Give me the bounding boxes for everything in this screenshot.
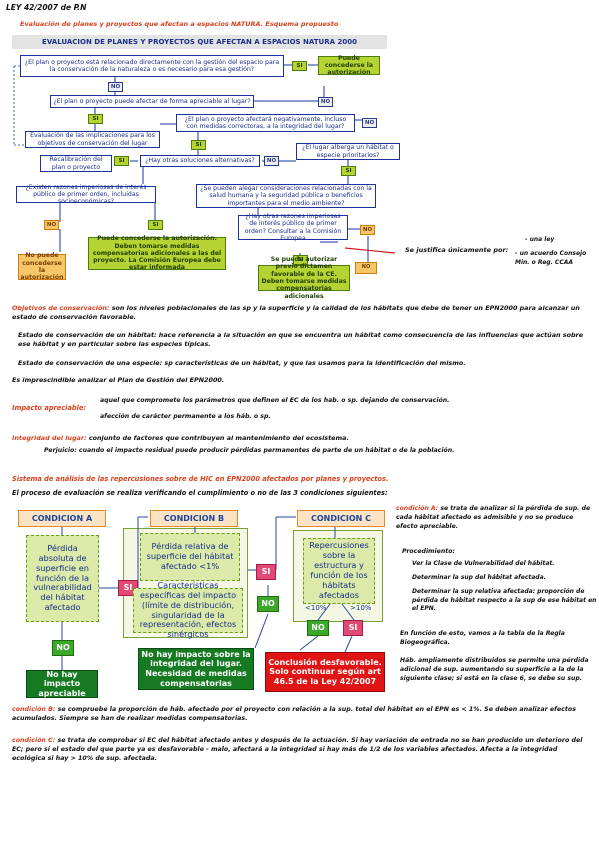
note-prejudice: Perjuicio: cuando el impacto residual pu… (44, 447, 455, 454)
result-no-significant-impact: No hay impacto apreciable (26, 670, 98, 698)
text-condition-c: se trata de comprobar si EC del hábitat … (12, 737, 583, 763)
result-authorization-compensatory: Puede concederse la autorización. Deben … (88, 235, 226, 271)
condition-c-card: Repercusiones sobre la estructura y func… (303, 538, 375, 604)
question-health-safety: ¿Se pueden alegar consideraciones relaci… (196, 184, 376, 208)
threshold-gt10: >10% (350, 604, 372, 612)
label-significant-impact: Impacto apreciable: (12, 404, 86, 412)
question-priority-habitat: ¿El lugar alberga un hábitat o especie p… (296, 143, 400, 160)
note-justified-by: Se justifica únicamente por: (405, 246, 509, 254)
note-analysis-system-text: El proceso de evaluación se realiza veri… (12, 489, 388, 497)
law-reference: LEY 42/2007 de P.N (6, 3, 87, 12)
answer-no: NO (264, 156, 279, 166)
label-species-status: Estado de conservación de una especie: (18, 359, 163, 367)
answer-no: NO (44, 220, 59, 230)
result-ce-opinion: Se puede autorizar previo dictamen favor… (258, 256, 350, 300)
note-council: - un acuerdo Consejo Min. o Reg. CCAA (515, 250, 587, 266)
question-public-interest: ¿Existen razones imperiosas de interés p… (16, 184, 156, 205)
answer-si: SI (341, 166, 356, 176)
answer-si: SI (191, 140, 206, 150)
text-condition-b: se compruebe la proporción de háb. afect… (12, 706, 576, 723)
note-management-plan: Es imprescindible analizar el Plan de Ge… (12, 376, 225, 384)
result-unfavourable: Conclusión desfavorable. Solo continuar … (265, 652, 385, 692)
answer-si: SI (343, 620, 363, 636)
condition-c-header: CONDICION C (297, 510, 385, 527)
text-condition-a: se trata de analizar si la pérdida de su… (396, 505, 591, 530)
answer-no: NO (360, 225, 375, 235)
condition-b-header: CONDICION B (150, 510, 238, 527)
answer-no: NO (257, 596, 279, 612)
text-site-integrity: conjunto de factores que contribuyen al … (86, 434, 349, 442)
box-recalibration: Recalibración del plan o proyecto (40, 155, 112, 172)
note-habitat-status: Estado de conservación de un hábitat: ha… (18, 331, 590, 350)
answer-si: SI (293, 255, 308, 265)
note-analysis-system-title: Sistema de análisis de las repercusiones… (12, 475, 389, 483)
box-evaluation: Evaluación de las implicaciones para los… (25, 131, 160, 148)
question-direct-management: ¿El plan o proyecto está relacionado dir… (20, 55, 284, 77)
answer-si: SI (256, 564, 276, 580)
label-condition-a: condición A: (396, 505, 439, 512)
question-integrity-effect: ¿El plan o proyecto afectará negativamen… (176, 114, 355, 132)
condition-a-card: Pérdida absoluta de superficie en funció… (26, 535, 99, 622)
label-condition-c: condición C: (12, 737, 56, 744)
note-condition-b: condición B: se compruebe la proporción … (12, 705, 590, 723)
text-conservation-objectives: son los niveles poblacionales de las sp … (12, 304, 580, 322)
answer-si: SI (292, 61, 307, 71)
note-condition-c: condición C: se trata de comprobar si EC… (12, 736, 590, 763)
answer-no: NO (318, 97, 333, 107)
note-step-2: Determinar la sup del hábitat afectada. (412, 574, 546, 581)
note-step-3: Determinar la sup relativa afectada: pro… (412, 588, 597, 613)
answer-si: SI (114, 156, 129, 166)
answer-no: NO (108, 82, 123, 92)
note-species-status: Estado de conservación de una especie: s… (18, 359, 590, 368)
result-no-authorization: No puede concederse la autorización (18, 252, 66, 281)
note-biogeographic: En función de esto, vamos a la tabla de … (400, 630, 565, 646)
answer-si: SI (148, 220, 163, 230)
condition-a-header: CONDICION A (18, 510, 106, 527)
condition-b-card-2: Características específicas del impacto … (133, 580, 243, 639)
note-condition-a: condición A: se trata de analizar si la … (396, 505, 596, 531)
label-site-integrity: Integridad del lugar: (12, 434, 87, 442)
note-conservation-objectives: Objetivos de conservación: son los nivel… (12, 304, 590, 323)
answer-no: NO (52, 640, 74, 656)
result-no-integrity-impact: No hay impacto sobre la integridad del l… (138, 648, 254, 690)
note-procedure: Procedimiento: (402, 548, 455, 555)
note-site-integrity: Integridad del lugar: conjunto de factor… (12, 434, 592, 443)
answer-no: NO (307, 620, 329, 636)
label-habitat-status: Estado de conservación de un hábitat: (18, 331, 157, 339)
question-significant-effect: ¿El plan o proyecto puede afectar de for… (50, 95, 254, 108)
text-species-status: sp características de un hábitat, y que … (162, 359, 466, 367)
question-other-reasons: ¿Hay otras razones imperiosas de interés… (238, 213, 348, 242)
flowchart-title: EVALUACION DE PLANES Y PROYECTOS QUE AFE… (12, 35, 387, 49)
note-law: - una ley (525, 236, 555, 243)
question-alternatives: ¿Hay otras soluciones alternativas? (140, 155, 260, 167)
threshold-lt10: <10% (305, 604, 327, 612)
label-condition-b: condición B: (12, 706, 56, 713)
text-significant-impact-1: aquel que compromete los parámetros que … (100, 397, 450, 404)
note-distribution: Háb. ampliamente distribuidos se permite… (400, 657, 589, 682)
result-authorization-possible: Puede concederse la autorización (318, 55, 380, 76)
result-no-authorization-2: NO (355, 262, 377, 274)
label-conservation-objectives: Objetivos de conservación: (12, 304, 110, 312)
answer-si: SI (88, 114, 103, 124)
note-step-1: Ver la Clase de Vulnerabilidad del hábit… (412, 560, 555, 567)
text-habitat-status: hace referencia a la situación en que se… (18, 331, 584, 349)
answer-no: NO (362, 118, 377, 128)
handwritten-subtitle: Evaluación de planes y proyectos que afe… (20, 20, 339, 28)
condition-b-card-1: Pérdida relativa de superficie del hábit… (140, 533, 240, 581)
text-significant-impact-2: afección de carácter permanente a los há… (100, 413, 271, 420)
